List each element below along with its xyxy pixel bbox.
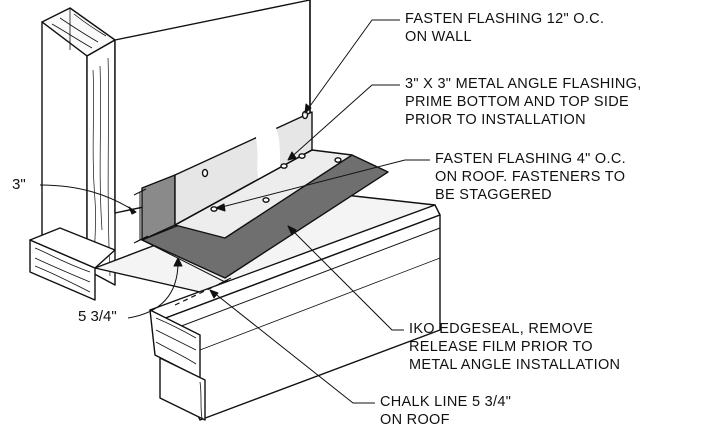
callout-line: METAL ANGLE INSTALLATION [409, 357, 621, 373]
arrow-edgeseal [287, 225, 297, 236]
callout-angle-flashing: 3" X 3" METAL ANGLE FLASHING, PRIME BOTT… [405, 75, 642, 129]
flashing-bend [174, 149, 313, 226]
dim-vert-tick-top [133, 188, 147, 196]
callout-line: IKO EDGESEAL, REMOVE [409, 321, 594, 337]
dim-vert-arrow [128, 206, 137, 215]
roof-fastener [262, 197, 270, 203]
leader-chalk-line [212, 291, 375, 404]
callout-fasten-roof: FASTEN FLASHING 4" O.C. ON ROOF. FASTENE… [435, 150, 626, 204]
chalk-line [174, 279, 229, 306]
dim-horz-arrow [173, 257, 183, 267]
callout-line: CHALK LINE 5 3/4" [380, 394, 512, 410]
roof-fastener [280, 163, 288, 169]
dim-horz-tick-left [135, 235, 149, 243]
dimension-vertical [39, 184, 147, 244]
leader-angle-flashing [287, 84, 400, 161]
roof-edge-groove [154, 227, 441, 337]
wall-post [41, 7, 116, 261]
callout-leaders [209, 19, 430, 404]
callout-line: PRIOR TO INSTALLATION [405, 112, 586, 128]
callout-line: 3" X 3" METAL ANGLE FLASHING, [405, 76, 642, 92]
roof-fastener [210, 206, 218, 212]
sill-grain [34, 247, 91, 293]
callout-line: FASTEN FLASHING 4" O.C. [435, 151, 626, 167]
wall-post-face [41, 21, 88, 261]
lower-board-grain [199, 381, 203, 419]
arrow-angle-flashing [287, 151, 297, 161]
callout-line: PRIME BOTTOM AND TOP SIDE [405, 94, 629, 110]
callout-line: ON WALL [405, 29, 472, 45]
dimension-horizontal [127, 235, 232, 319]
callout-line: ON ROOF. FASTENERS TO [435, 169, 626, 185]
roof-fastener [298, 153, 306, 159]
leader-fasten-roof [217, 159, 430, 209]
leader-edgeseal [289, 227, 404, 331]
callout-line: FASTEN FLASHING 12" O.C. [405, 11, 605, 27]
leader-fasten-wall [304, 19, 400, 114]
arrow-fasten-roof [215, 203, 226, 212]
callout-fasten-wall: FASTEN FLASHING 12" O.C. ON WALL [405, 10, 604, 46]
wall-fastener [201, 168, 209, 178]
callout-edgeseal: IKO EDGESEAL, REMOVE RELEASE FILM PRIOR … [409, 320, 620, 374]
callout-line: RELEASE FILM PRIOR TO [409, 339, 593, 355]
lower-board [159, 357, 206, 421]
roof-fastener [334, 157, 342, 163]
roof-edge [149, 204, 441, 421]
arrow-fasten-wall [304, 103, 312, 114]
dim-horz-leader [127, 261, 179, 319]
angle-flashing [141, 110, 353, 241]
dim-horz-line [141, 239, 226, 283]
wall-post-grain [51, 13, 107, 49]
callout-chalk-line: CHALK LINE 5 3/4" ON ROOF [380, 393, 511, 429]
sill-top [29, 227, 116, 269]
roof-edge-groove-2 [199, 257, 441, 351]
callout-line: ON ROOF [380, 412, 450, 428]
arrow-chalk-line [209, 289, 219, 299]
board-end-grain [155, 317, 197, 365]
dim-vert-leader [39, 184, 137, 213]
sill-plate [29, 227, 116, 301]
callout-line: BE STAGGERED [435, 187, 552, 203]
sheathing-panel [86, 39, 116, 286]
dimension-label-vertical: 3" [12, 176, 26, 193]
dimension-label-horizontal: 5 3/4" [78, 308, 117, 325]
